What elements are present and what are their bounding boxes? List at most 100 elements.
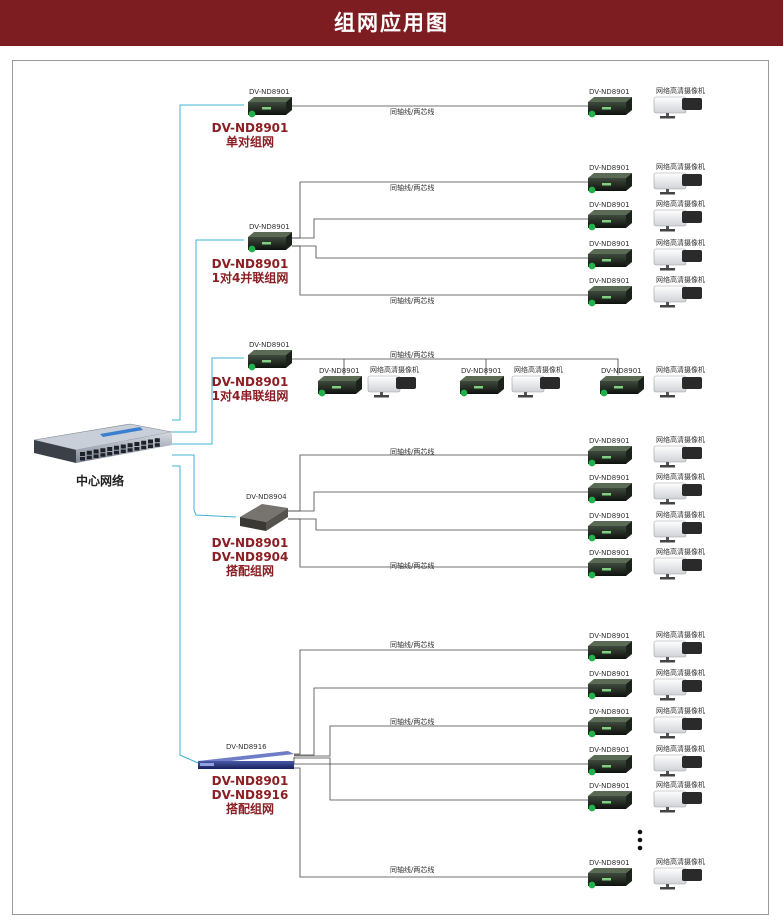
device-model-label: DV-ND8901 [589,859,630,867]
camera-housing [653,754,687,772]
coax-cable [292,218,588,239]
camera-base [660,698,675,701]
green-connector [318,389,326,397]
coax-cable [288,518,588,568]
camera-base [660,465,675,468]
camera-mount [524,392,527,396]
coax-cable [288,491,588,512]
switch-logo [100,427,143,437]
switch-port [114,445,119,450]
camera-label: 网络高清摄像机 [656,199,705,208]
camera-mount [666,189,669,193]
camera-housing [653,790,687,808]
device-model-label: DV-ND8901 [589,512,630,520]
camera-housing [653,640,687,658]
box-top [588,286,632,291]
cable-label: 同轴线/两芯线 [390,107,434,116]
status-led [602,727,611,730]
box-top [588,558,632,563]
remote-receiver: DV-ND8901 [588,240,632,270]
remote-receiver: DV-ND8901 [588,632,632,662]
group-label-line: DV-ND8901 [212,536,289,550]
coax-cable [292,245,588,296]
box-top [588,641,632,646]
uplink-group-3 [172,357,244,445]
camera-base [374,395,389,398]
status-led [602,689,611,692]
camera-mount [666,695,669,699]
group-label-line: DV-ND8901 [212,774,289,788]
coax-cable [293,757,588,765]
camera-lens [682,756,702,768]
camera-lens [682,250,702,262]
hub-side [266,508,288,531]
box-top [318,376,362,381]
status-led [602,259,611,262]
camera-label: 网络高清摄像机 [656,365,705,374]
box-top [248,350,292,355]
camera-housing [367,375,401,393]
box-side [626,558,632,576]
switch-port [148,444,153,448]
box-side [498,376,504,394]
green-connector [248,110,256,118]
group-label-line: 搭配组网 [226,801,274,816]
box-side [286,97,292,115]
ip-camera: 网络高清摄像机 [653,630,705,663]
switch-port [148,439,153,444]
green-connector [588,459,596,467]
status-led [332,386,341,389]
camera-mount [666,265,669,269]
box-top [588,868,632,873]
green-connector [588,768,596,776]
camera-label: 网络高清摄像机 [656,630,705,639]
camera-base [660,810,675,813]
camera-label: 网络高清摄像机 [656,238,705,247]
green-connector [588,186,596,194]
ip-camera: 网络高清摄像机 [653,238,705,271]
coax-cable [292,358,619,375]
camera-lens [682,484,702,496]
switch-port [100,448,106,453]
camera-label: 网络高清摄像机 [656,275,705,284]
status-led [602,456,611,459]
camera-housing [511,375,545,393]
camera-base [660,540,675,543]
camera-lens [682,174,702,186]
camera-base [518,395,533,398]
green-connector [248,363,256,371]
camera-base [660,736,675,739]
camera-lens [682,522,702,534]
status-led [262,107,271,110]
page-title: 组网应用图 [334,11,449,35]
ip-camera: 网络高清摄像机 [653,435,705,468]
box-side [626,679,632,697]
group-label-line: 1对4并联组网 [212,270,289,285]
remote-receiver: DV-ND8901 [588,437,632,467]
switch-port [154,438,160,443]
uplink-group-2 [172,239,244,433]
camera-base [660,502,675,505]
camera-lens [682,447,702,459]
cable-label: 同轴线/两芯线 [390,350,434,359]
status-led [474,386,483,389]
cable-label: 同轴线/两芯线 [390,640,434,649]
box-top [588,173,632,178]
green-connector [588,223,596,231]
central-switch [33,423,173,463]
uplink-group-4 [172,454,237,518]
camera-mount [666,499,669,503]
box-top [588,446,632,451]
switch-port [80,452,85,456]
box-top [588,521,632,526]
camera-label: 网络高清摄像机 [656,780,705,789]
device-model-label: DV-ND8901 [249,341,290,349]
switch-port [107,452,113,456]
camera-housing [653,96,687,114]
status-led [614,386,623,389]
camera-lens [396,377,416,389]
coax-cable [294,649,588,755]
camera-lens [682,287,702,299]
switch-port [141,440,147,445]
